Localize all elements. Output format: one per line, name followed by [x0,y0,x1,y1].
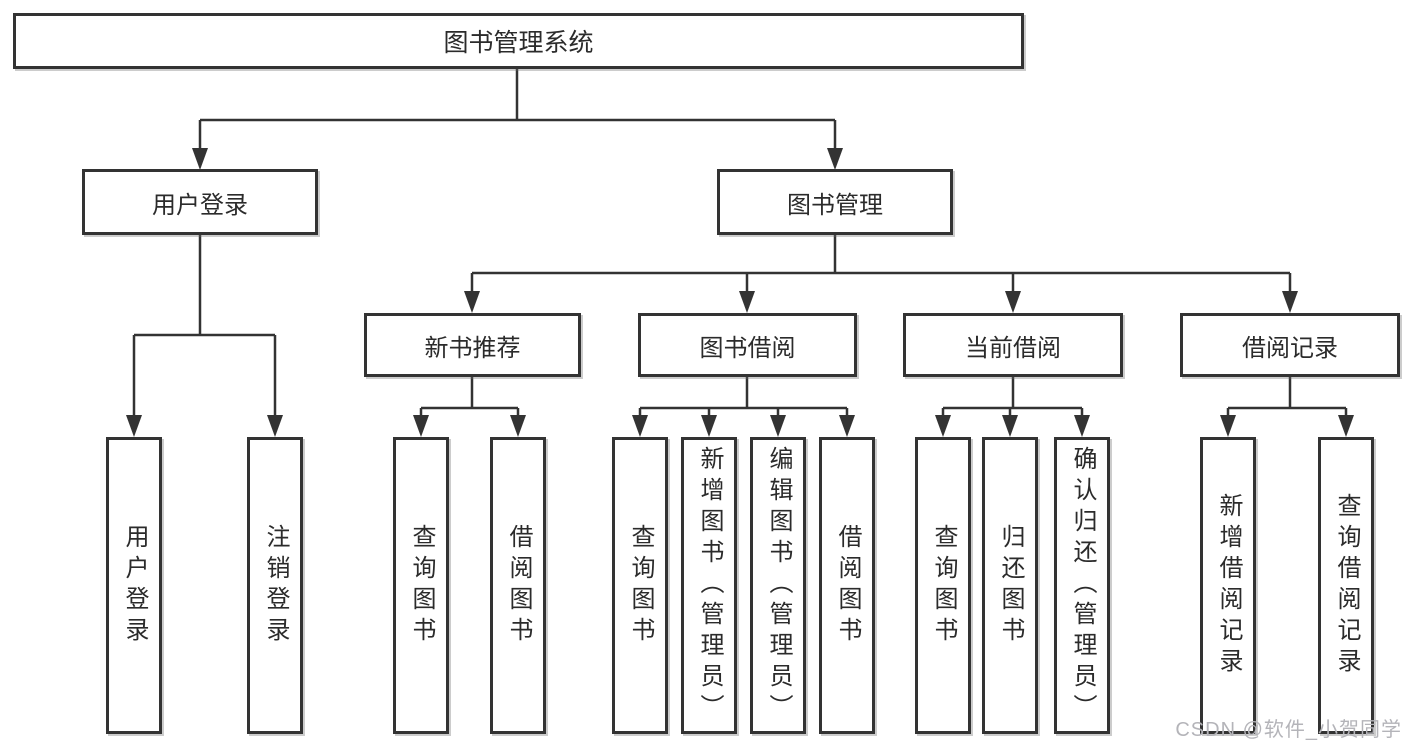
leaf-borrow-books: 借阅图书 [819,437,875,734]
csdn-watermark: CSDN @软件_小贺同学 [1175,719,1402,741]
leaf-recommend-query-books: 查询图书 [393,437,449,734]
node-root-system: 图书管理系统 [13,13,1024,69]
node-book-borrow: 图书借阅 [638,313,857,377]
leaf-recommend-query-books-label: 查询图书 [408,523,435,648]
node-user-login-label: 用户登录 [152,191,248,219]
leaf-user-login-label: 用户登录 [121,523,148,648]
node-book-borrow-label: 图书借阅 [699,334,796,362]
leaf-confirm-return-admin: 确认归还（管理员） [1054,437,1110,734]
node-current-borrow-label: 当前借阅 [965,334,1061,362]
leaf-edit-books-admin: 编辑图书（管理员） [750,437,806,734]
leaf-query-borrow-record-label: 查询借阅记录 [1333,492,1360,679]
leaf-add-borrow-record-label: 新增借阅记录 [1215,492,1242,679]
leaf-current-query-books: 查询图书 [915,437,971,734]
leaf-recommend-borrow-books: 借阅图书 [490,437,546,734]
leaf-borrow-books-label: 借阅图书 [834,523,861,648]
leaf-add-books-admin: 新增图书（管理员） [681,437,737,734]
leaf-add-books-admin-label: 新增图书（管理员） [696,446,723,725]
node-current-borrow: 当前借阅 [903,313,1123,377]
leaf-logout: 注销登录 [247,437,303,734]
leaf-current-query-books-label: 查询图书 [930,523,957,648]
leaf-recommend-borrow-books-label: 借阅图书 [505,523,532,648]
node-root-label: 图书管理系统 [443,29,594,57]
leaf-logout-label: 注销登录 [262,523,289,648]
node-user-login: 用户登录 [82,169,318,235]
leaf-confirm-return-admin-label: 确认归还（管理员） [1069,446,1096,725]
leaf-user-login: 用户登录 [106,437,162,734]
node-borrow-records-label: 借阅记录 [1242,334,1338,362]
leaf-borrow-query-books: 查询图书 [612,437,668,734]
leaf-query-borrow-record: 查询借阅记录 [1318,437,1374,734]
node-book-management: 图书管理 [717,169,953,235]
node-new-book-recommend: 新书推荐 [364,313,581,377]
leaf-return-books-label: 归还图书 [997,523,1024,648]
leaf-edit-books-admin-label: 编辑图书（管理员） [765,446,792,725]
node-borrow-records: 借阅记录 [1180,313,1400,377]
node-new-book-recommend-label: 新书推荐 [424,334,521,362]
leaf-return-books: 归还图书 [982,437,1038,734]
leaf-add-borrow-record: 新增借阅记录 [1200,437,1256,734]
leaf-borrow-query-books-label: 查询图书 [627,523,654,648]
node-book-management-label: 图书管理 [787,191,883,219]
